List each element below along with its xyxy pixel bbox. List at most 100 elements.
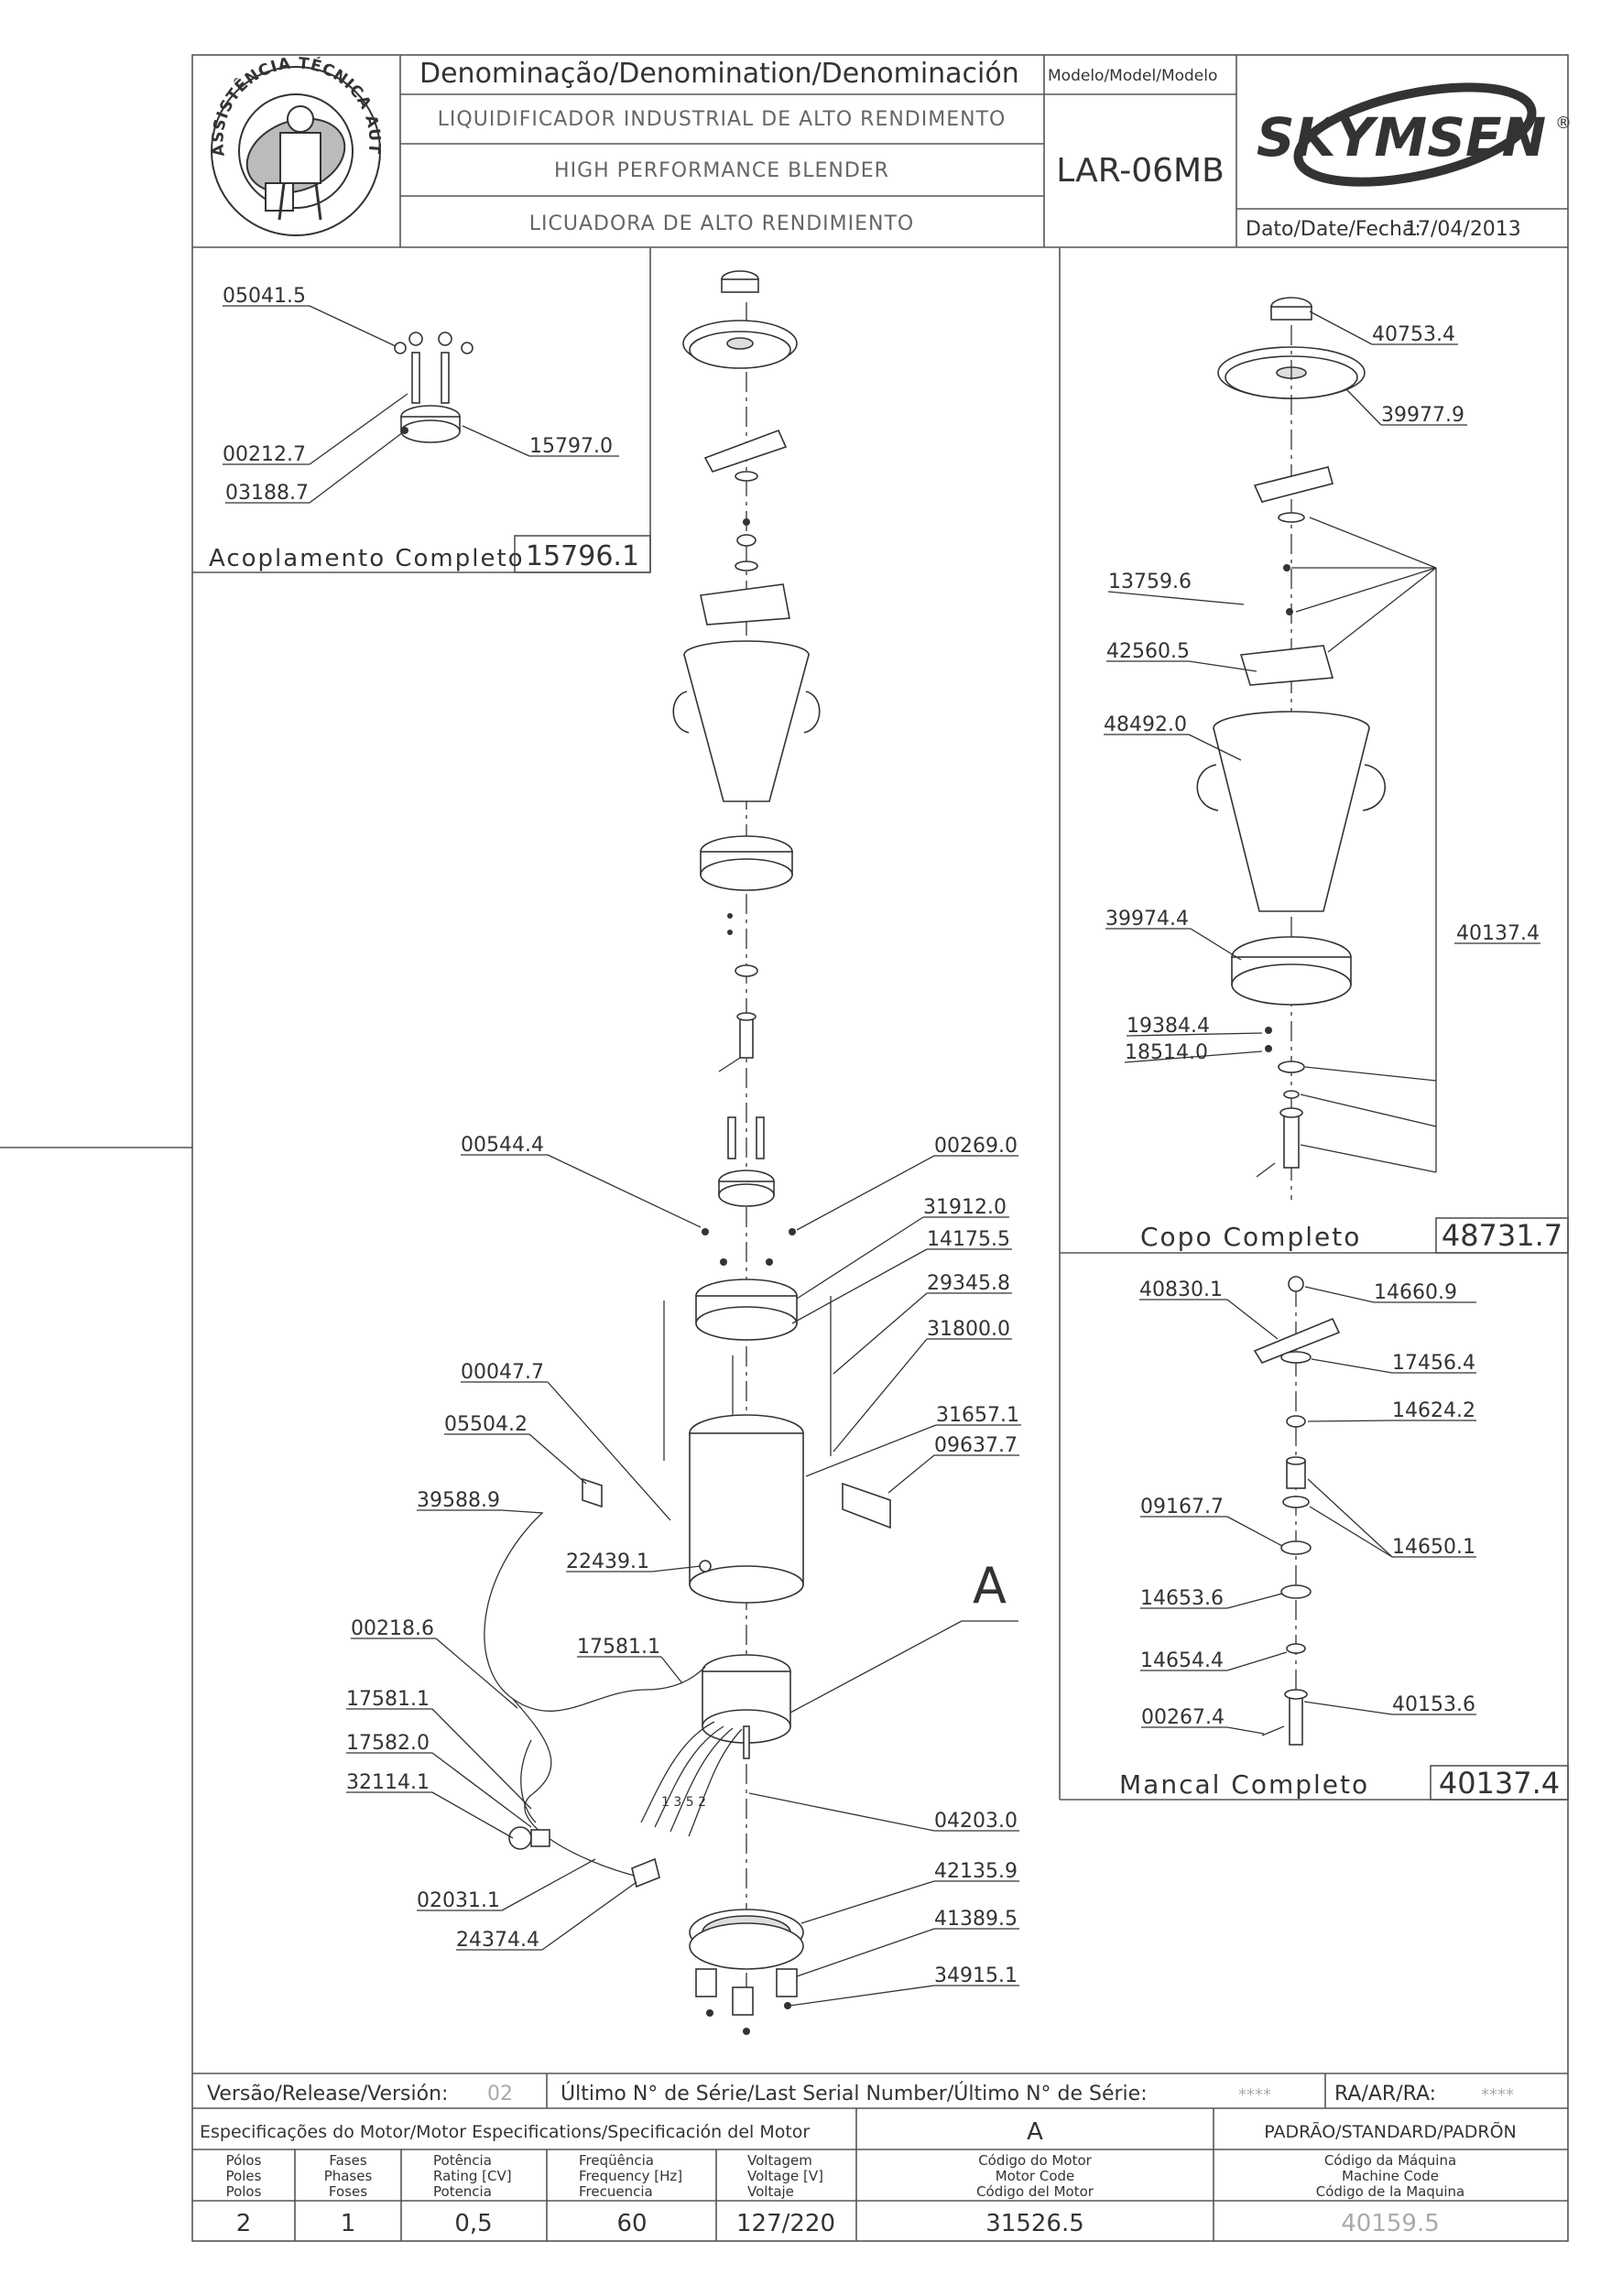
label-09637-7: 09637.7	[934, 1434, 1018, 1457]
main-labels: 00544.4 00269.0 31912.0 14175.5 29345.8 …	[346, 1134, 1021, 2007]
cup-code: 48731.7	[1442, 1218, 1562, 1253]
label-14653-6: 14653.6	[1140, 1587, 1224, 1610]
name-pt: LIQUIDIFICADOR INDUSTRIAL DE ALTO RENDIM…	[438, 108, 1007, 131]
motor-spec-title: Especificações do Motor/Motor Especifica…	[200, 2122, 810, 2142]
col-machine-code-es: Código de la Maquina	[1316, 2183, 1464, 2200]
label-39974-4: 39974.4	[1105, 908, 1189, 930]
label-40153-6: 40153.6	[1392, 1693, 1475, 1716]
label-13759-6: 13759.6	[1108, 571, 1192, 593]
col-voltage-en: Voltage [V]	[747, 2168, 823, 2184]
col-phases-pt: Fases	[329, 2152, 366, 2169]
col-machine-code-en: Machine Code	[1342, 2168, 1439, 2184]
name-es: LICUADORA DE ALTO RENDIMIENTO	[529, 212, 914, 235]
model-title: Modelo/Model/Modelo	[1048, 67, 1217, 85]
label-14624-2: 14624.2	[1392, 1399, 1475, 1422]
cup-drawing	[1196, 297, 1386, 1200]
label-17582-0: 17582.0	[346, 1732, 430, 1755]
col-power-es: Potencia	[433, 2183, 492, 2200]
poles-value: 2	[236, 2210, 252, 2237]
label-39977-9: 39977.9	[1381, 404, 1464, 427]
label-00269-0: 00269.0	[934, 1135, 1018, 1158]
denomination-title: Denominação/Denomination/Denominación	[419, 58, 1019, 90]
standard-label: PADRÃO/STANDARD/PADRÕN	[1264, 2121, 1517, 2142]
version-value: 02	[487, 2083, 513, 2106]
date-value: 17/04/2013	[1405, 218, 1521, 241]
ra-value: ****	[1481, 2085, 1514, 2105]
bearing-code: 40137.4	[1439, 1766, 1560, 1801]
col-voltage-pt: Voltagem	[747, 2152, 812, 2169]
motor-ref-label: A	[973, 1557, 1007, 1615]
model-code: LAR-06MB	[1056, 152, 1225, 190]
col-power-pt: Potência	[433, 2152, 492, 2169]
label-42560-5: 42560.5	[1106, 640, 1190, 663]
label-14650-1: 14650.1	[1392, 1536, 1475, 1559]
label-22439-1: 22439.1	[566, 1551, 649, 1573]
registered-mark: ®	[1555, 114, 1572, 133]
label-14175-5: 14175.5	[927, 1228, 1010, 1251]
col-poles-en: Poles	[226, 2168, 262, 2184]
coupling-code: 15796.1	[526, 540, 639, 572]
label-31800-0: 31800.0	[927, 1318, 1010, 1341]
label-40753-4: 40753.4	[1372, 323, 1455, 346]
bearing-title: Mancal Completo	[1119, 1769, 1369, 1800]
label-17581-1-top: 17581.1	[577, 1636, 660, 1659]
label-14654-4: 14654.4	[1140, 1649, 1224, 1672]
main-blender-drawing	[484, 270, 891, 2035]
motor-code-value: 31526.5	[985, 2210, 1084, 2237]
label-18514-0: 18514.0	[1125, 1041, 1208, 1064]
label-29345-8: 29345.8	[927, 1272, 1010, 1295]
col-phases-es: Foses	[329, 2183, 367, 2200]
voltage-value: 127/220	[736, 2210, 835, 2237]
label-41389-5: 41389.5	[934, 1908, 1018, 1931]
cup-assembly-box: Copo Completo 48731.7	[1104, 297, 1569, 1254]
brand-name: SKYMSEN	[1257, 106, 1546, 169]
date-label: Dato/Date/Fecha:	[1246, 218, 1421, 241]
serial-label: Último N° de Série/Last Serial Number/Úl…	[561, 2082, 1148, 2106]
label-00544-4: 00544.4	[461, 1134, 544, 1157]
brand-logo: SKYMSEN ®	[1257, 82, 1572, 187]
col-motor-code-es: Código del Motor	[976, 2183, 1094, 2200]
col-power-en: Rating [CV]	[433, 2168, 512, 2184]
serial-value: ****	[1238, 2085, 1271, 2105]
label-00267-4: 00267.4	[1141, 1706, 1225, 1729]
cup-title: Copo Completo	[1140, 1222, 1361, 1252]
spec-table: Versão/Release/Versión: 02 Último N° de …	[192, 2073, 1568, 2241]
label-15797-0: 15797.0	[529, 435, 613, 458]
label-09167-7: 09167.7	[1140, 1496, 1224, 1518]
phases-value: 1	[341, 2210, 356, 2237]
label-42135-9: 42135.9	[934, 1860, 1018, 1883]
col-freq-es: Frecuencia	[579, 2183, 653, 2200]
coupling-drawing	[394, 332, 474, 443]
label-40137-4-cup: 40137.4	[1456, 922, 1540, 945]
label-00212-7: 00212.7	[223, 443, 306, 466]
label-05504-2: 05504.2	[444, 1413, 528, 1436]
motor-ref: A	[1027, 2118, 1043, 2146]
label-31912-0: 31912.0	[923, 1196, 1007, 1219]
col-motor-code-pt: Código do Motor	[978, 2152, 1092, 2169]
label-40830-1: 40830.1	[1139, 1279, 1223, 1301]
power-value: 0,5	[454, 2210, 492, 2237]
bearing-assembly-box: Mancal Completo 40137.4 40830.1 14660.9 …	[1119, 1276, 1569, 1801]
coupling-assembly-box: Acoplamento Completo 15796.1 05041.5 002…	[192, 247, 651, 573]
col-motor-code-en: Motor Code	[996, 2168, 1075, 2184]
label-00218-6: 00218.6	[351, 1617, 434, 1640]
label-34915-1: 34915.1	[934, 1964, 1018, 1987]
terminal-numbers: 1 3 5 2	[661, 1795, 706, 1810]
machine-code-value: 40159.5	[1341, 2210, 1440, 2237]
toolbox-icon	[265, 182, 294, 212]
name-en: HIGH PERFORMANCE BLENDER	[554, 159, 889, 182]
label-24374-4: 24374.4	[456, 1929, 539, 1952]
col-voltage-es: Voltaje	[747, 2183, 794, 2200]
label-05041-5: 05041.5	[223, 285, 306, 308]
col-machine-code-pt: Código da Máquina	[1324, 2152, 1456, 2169]
label-03188-7: 03188.7	[225, 482, 309, 505]
version-label: Versão/Release/Versión:	[207, 2083, 448, 2106]
label-32114-1: 32114.1	[346, 1771, 430, 1794]
label-04203-0: 04203.0	[934, 1810, 1018, 1833]
bearing-drawing	[1253, 1276, 1341, 1746]
label-14660-9: 14660.9	[1374, 1281, 1457, 1304]
col-poles-pt: Pólos	[226, 2152, 262, 2169]
col-poles-es: Polos	[226, 2183, 262, 2200]
frequency-value: 60	[616, 2210, 647, 2237]
